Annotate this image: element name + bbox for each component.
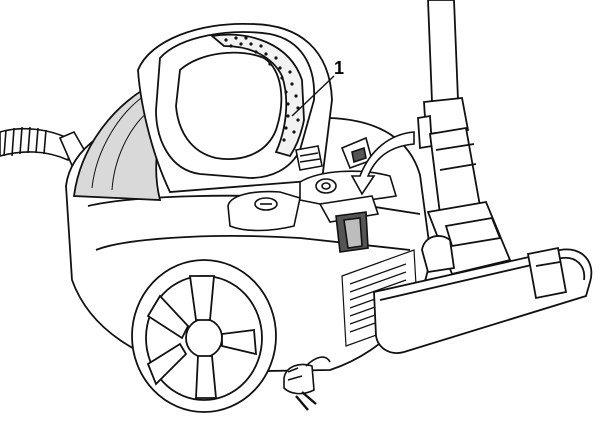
carry-handle	[155, 31, 315, 179]
rear-wheel	[131, 259, 277, 413]
container-release-latch	[295, 145, 323, 171]
callout-1-label: 1	[334, 58, 344, 78]
floor-nozzle	[373, 200, 593, 354]
callout-1: 1	[291, 58, 344, 117]
callout-1-leader-line	[291, 75, 335, 117]
telescopic-tube	[417, 0, 482, 216]
power-button	[227, 190, 301, 232]
power-plug	[283, 356, 331, 411]
handle-grip-dots	[224, 36, 300, 142]
insert-direction-arrow	[350, 131, 415, 196]
tube-parking-slot	[318, 195, 380, 253]
